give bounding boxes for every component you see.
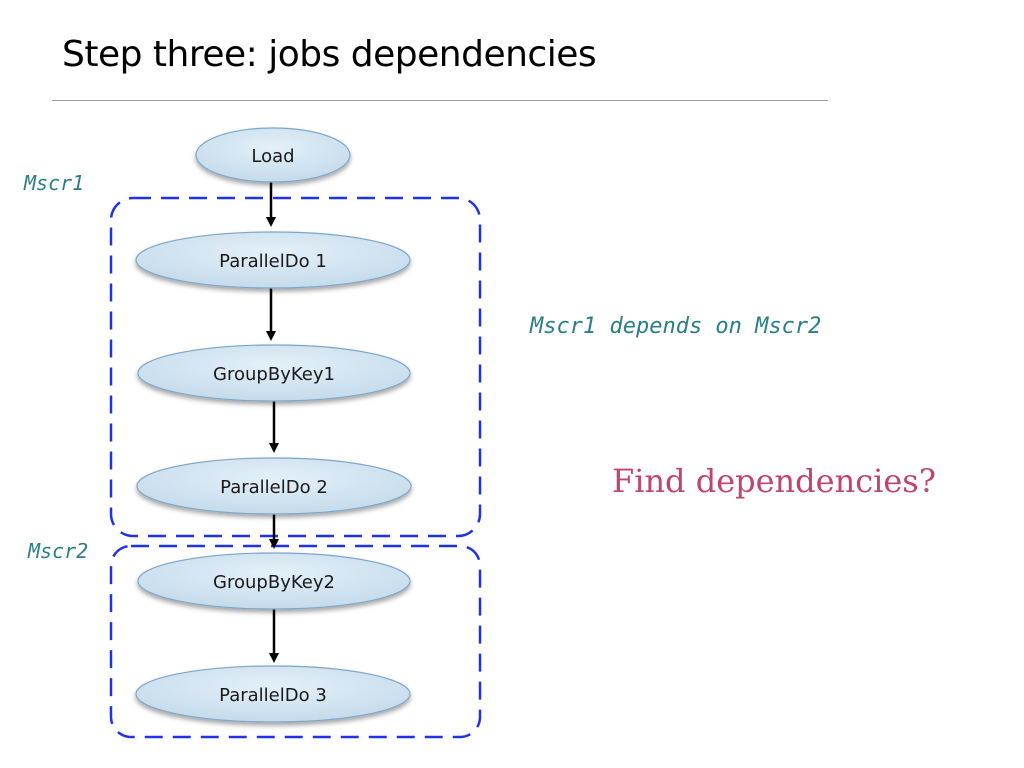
group-box-mscr2 [109,544,482,739]
node-label-groupbykey1: GroupByKey1 [213,364,335,385]
title-divider [52,100,828,101]
node-label-load: Load [251,146,294,167]
group-label-mscr1: Mscr1 [23,171,84,195]
edges [266,182,279,663]
slide-title: Step three: jobs dependencies [62,34,597,75]
node-label-groupbykey2: GroupByKey2 [213,572,335,593]
node-paralleldo3: ParallelDo 3 [135,665,411,723]
node-paralleldo1: ParallelDo 1 [135,231,411,289]
group-box-mscr1 [109,196,482,538]
question-text: Find dependencies? [612,462,936,500]
node-paralleldo2: ParallelDo 2 [136,457,412,515]
node-load: Load [195,127,351,183]
dependency-note: Mscr1 depends on Mscr2 [530,314,822,339]
node-groupbykey1: GroupByKey1 [137,344,411,402]
node-label-paralleldo3: ParallelDo 3 [219,685,327,706]
group-label-mscr2: Mscr2 [27,539,88,563]
node-groupbykey2: GroupByKey2 [137,552,411,610]
node-label-paralleldo2: ParallelDo 2 [220,477,328,498]
node-label-paralleldo1: ParallelDo 1 [219,251,327,272]
